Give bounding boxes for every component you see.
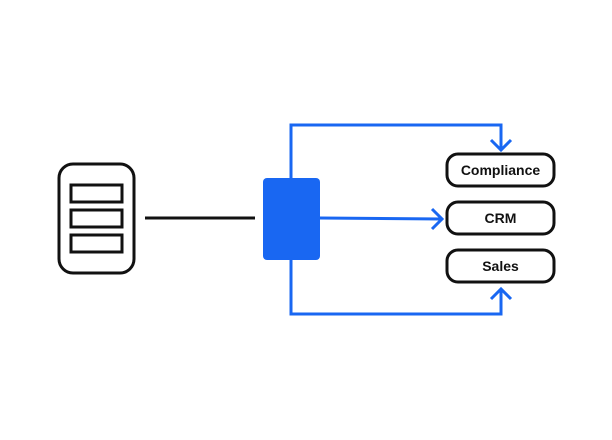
- arrowhead-right-icon: [430, 207, 445, 231]
- destination-crm: CRM: [445, 200, 556, 236]
- destination-sales: Sales: [445, 248, 556, 284]
- source-server-icon: [57, 162, 136, 275]
- arrowhead-up-icon: [489, 286, 513, 301]
- arrowhead-down-icon: [489, 138, 513, 153]
- destination-compliance: Compliance: [445, 152, 556, 188]
- destination-label-crm: CRM: [485, 210, 517, 226]
- server-slot-top: [69, 183, 124, 204]
- connector-to-crm: [319, 207, 445, 231]
- hub-block: [263, 178, 320, 260]
- server-slot-middle: [69, 208, 124, 229]
- destination-label-sales: Sales: [482, 258, 519, 274]
- connector-to-sales: [289, 260, 513, 316]
- server-slot-bottom: [69, 233, 124, 254]
- destination-label-compliance: Compliance: [461, 162, 541, 178]
- connector-to-compliance: [289, 123, 513, 178]
